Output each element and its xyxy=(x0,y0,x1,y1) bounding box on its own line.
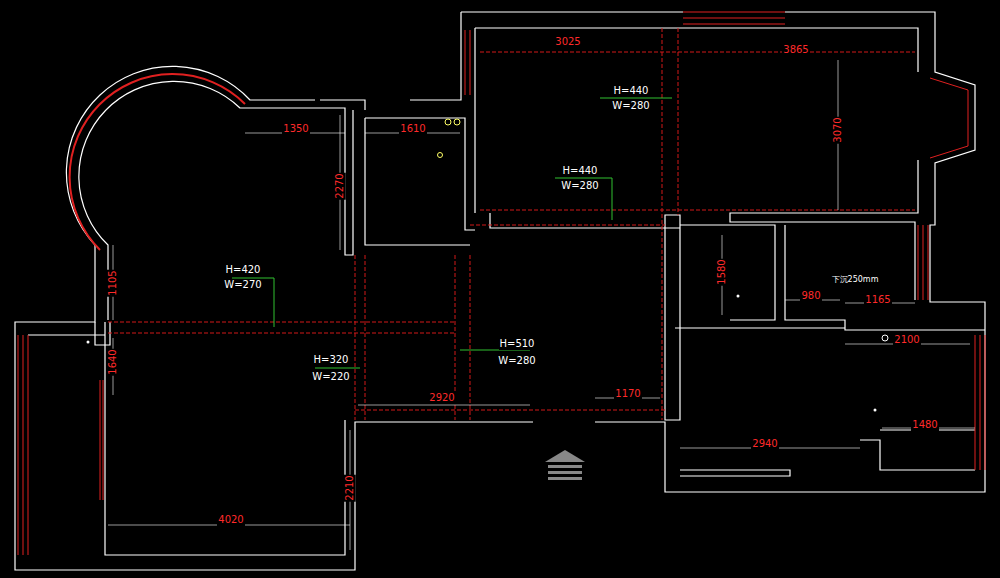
entry-arrow xyxy=(545,450,585,480)
windows xyxy=(18,12,985,555)
dimension-lines xyxy=(108,60,975,550)
beam-note: 下沉250mm xyxy=(831,274,880,286)
dimension-text: 3025 xyxy=(554,36,581,48)
beam-note: H=440 xyxy=(613,85,650,97)
beam-lines xyxy=(108,28,915,420)
dimension-text: 1165 xyxy=(864,294,891,306)
fixtures xyxy=(87,119,889,412)
beam-note: W=280 xyxy=(611,100,650,112)
beam-note: H=420 xyxy=(225,264,262,276)
dimension-text: 2940 xyxy=(751,438,778,450)
dimension-text: 2100 xyxy=(893,334,920,346)
beam-note: W=280 xyxy=(497,355,536,367)
dimension-text: 1610 xyxy=(399,123,426,135)
dimension-text: 1350 xyxy=(282,123,309,135)
dimension-text: 1170 xyxy=(614,388,641,400)
dimension-text: 1105 xyxy=(107,269,119,296)
dimension-text: 4020 xyxy=(217,514,244,526)
dimension-text: 2270 xyxy=(334,172,346,199)
walls xyxy=(15,12,985,570)
dimension-text: 980 xyxy=(800,290,821,302)
beam-note: H=510 xyxy=(499,338,536,350)
beam-note: W=270 xyxy=(223,279,262,291)
beam-note: W=280 xyxy=(560,180,599,192)
dimension-text: 2210 xyxy=(344,474,356,501)
dimension-text: 3070 xyxy=(832,116,844,143)
beam-note: H=440 xyxy=(562,165,599,177)
beam-note: H=320 xyxy=(313,354,350,366)
leader-lines xyxy=(232,98,672,368)
dimension-text: 2920 xyxy=(428,392,455,404)
dimension-text: 1480 xyxy=(911,419,938,431)
beam-note: W=220 xyxy=(311,371,350,383)
dimension-text: 1640 xyxy=(107,348,119,375)
dimension-text: 1580 xyxy=(716,258,728,285)
dimension-text: 3865 xyxy=(782,44,809,56)
